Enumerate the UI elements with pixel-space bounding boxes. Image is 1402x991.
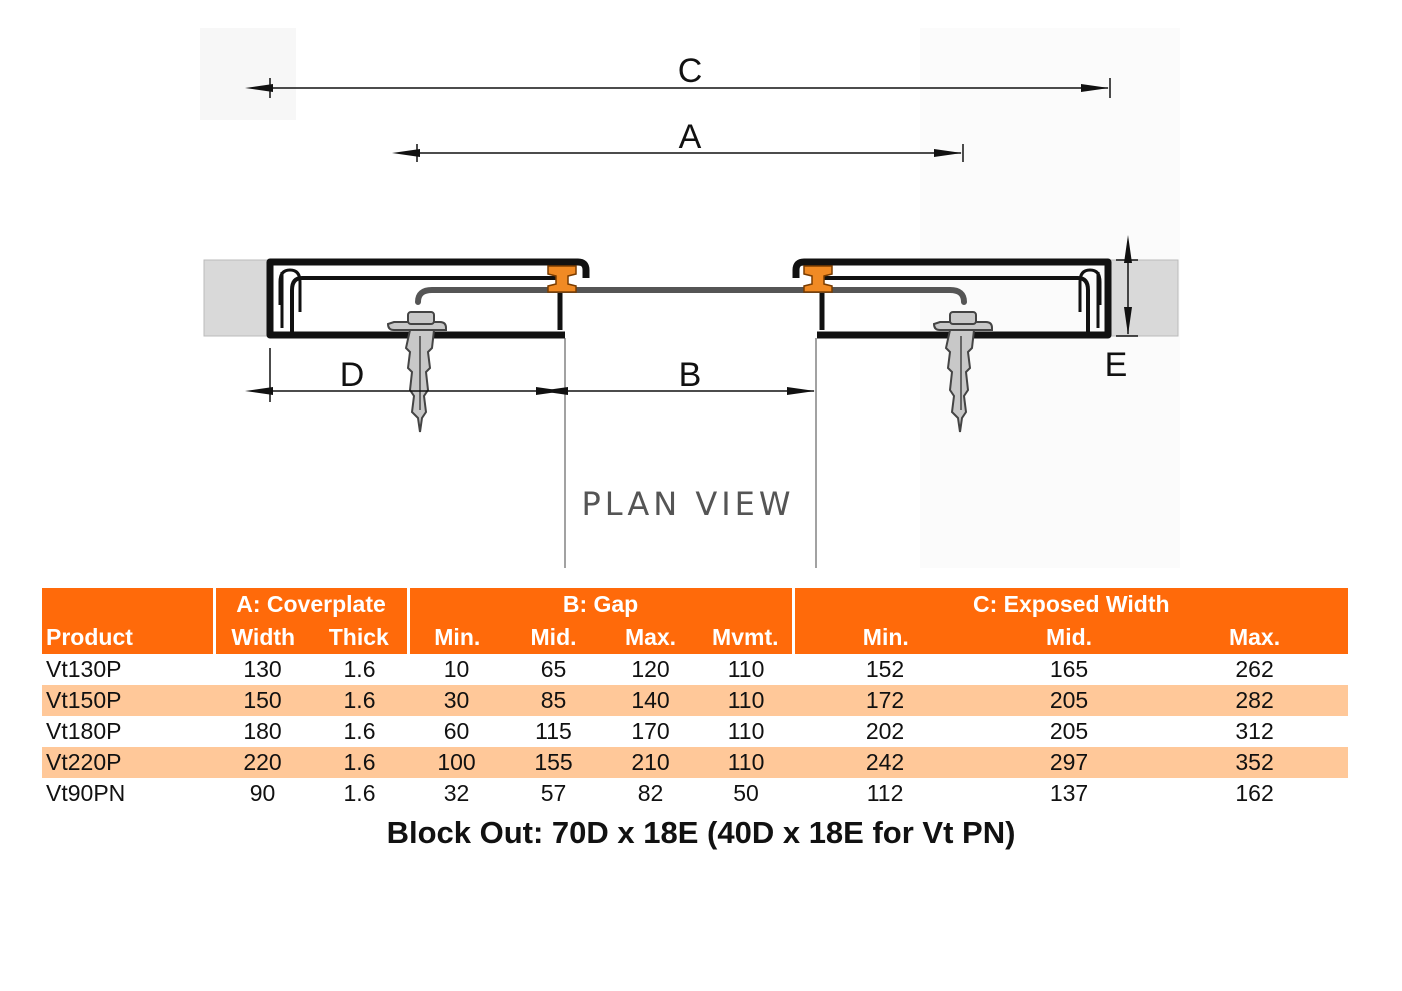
cell-gap-mvmt: 110 bbox=[699, 685, 794, 716]
cell-gap-mvmt: 110 bbox=[727, 656, 765, 682]
header-product: Product bbox=[42, 621, 214, 654]
header-thick: Thick bbox=[311, 621, 409, 654]
cell-gap-mid: 115 bbox=[535, 718, 572, 744]
cell-gap-mid: 155 bbox=[505, 747, 603, 778]
cell-gap-max: 120 bbox=[631, 656, 670, 682]
header-exposed-min: Min. bbox=[791, 621, 978, 654]
cell-product: Vt90PN bbox=[46, 780, 126, 806]
cell-product: Vt180P bbox=[46, 718, 122, 744]
cell-gap-min: 100 bbox=[408, 747, 506, 778]
dimension-d-label: D bbox=[340, 356, 365, 394]
header-exposed-max: Max. bbox=[1161, 621, 1349, 654]
cell-width: 90 bbox=[249, 780, 276, 806]
dimension-b: B bbox=[540, 338, 817, 568]
cell-width: 180 bbox=[243, 718, 282, 744]
substrate-left bbox=[203, 259, 273, 337]
cell-thick: 1.6 bbox=[343, 718, 376, 744]
cell-exp-mid: 137 bbox=[1049, 780, 1089, 806]
dimension-a-label: A bbox=[679, 118, 702, 156]
cell-exp-min: 152 bbox=[865, 656, 905, 682]
cell-gap-mid: 65 bbox=[540, 656, 567, 682]
cell-gap-mvmt: 110 bbox=[727, 718, 765, 744]
table-row: Vt90PN 90 1.6 32 57 82 50 112 137 162 bbox=[42, 778, 1348, 809]
header-group-gap: B: Gap bbox=[406, 588, 794, 621]
cell-gap-min: 32 bbox=[443, 780, 470, 806]
plan-view-drawing: C A bbox=[203, 52, 1179, 568]
cell-gap-max: 170 bbox=[631, 718, 670, 744]
cell-width: 220 bbox=[214, 747, 311, 778]
cell-gap-mid: 57 bbox=[540, 780, 567, 806]
cell-exp-min: 172 bbox=[793, 685, 978, 716]
header-width: Width bbox=[212, 621, 311, 654]
anchor-left bbox=[386, 311, 447, 433]
cell-gap-mid: 85 bbox=[505, 685, 603, 716]
cell-gap-min: 10 bbox=[443, 656, 470, 682]
cell-product: Vt130P bbox=[46, 656, 122, 682]
anchor-right bbox=[932, 311, 993, 433]
cell-product: Vt220P bbox=[42, 747, 214, 778]
cell-thick: 1.6 bbox=[343, 656, 376, 682]
cell-exp-max: 352 bbox=[1161, 747, 1349, 778]
cell-width: 150 bbox=[214, 685, 311, 716]
header-blank bbox=[42, 588, 214, 621]
header-group-coverplate: A: Coverplate bbox=[212, 588, 409, 621]
coverplate bbox=[415, 287, 967, 305]
plan-view-label: PLAN VIEW bbox=[581, 485, 794, 523]
dimension-e-label: E bbox=[1105, 346, 1128, 384]
cell-exp-mid: 205 bbox=[1049, 718, 1089, 744]
header-gap-mid: Mid. bbox=[505, 621, 603, 654]
cell-gap-min: 60 bbox=[443, 718, 470, 744]
dimension-c: C bbox=[245, 52, 1111, 98]
cell-exp-max: 162 bbox=[1235, 780, 1274, 806]
cell-thick: 1.6 bbox=[343, 780, 376, 806]
cell-gap-max: 210 bbox=[602, 747, 700, 778]
table-row: Vt130P 130 1.6 10 65 120 110 152 165 262 bbox=[42, 654, 1348, 685]
insert-right bbox=[803, 265, 833, 293]
block-out-note: Block Out: 70D x 18E (40D x 18E for Vt P… bbox=[386, 815, 1016, 850]
cell-thick: 1.6 bbox=[311, 685, 409, 716]
cell-gap-mvmt: 50 bbox=[733, 780, 759, 806]
cell-exp-max: 262 bbox=[1235, 656, 1274, 682]
header-exposed-mid: Mid. bbox=[977, 621, 1162, 654]
cell-gap-mvmt: 110 bbox=[699, 747, 794, 778]
cell-exp-max: 312 bbox=[1235, 718, 1274, 744]
dimension-d: D bbox=[245, 348, 564, 402]
dimension-b-label: B bbox=[679, 356, 702, 394]
header-group-exposed-width: C: Exposed Width bbox=[791, 588, 1349, 621]
cell-gap-max: 82 bbox=[637, 780, 664, 806]
cell-exp-mid: 205 bbox=[977, 685, 1162, 716]
table-row: Vt180P 180 1.6 60 115 170 110 202 205 312 bbox=[42, 716, 1348, 747]
dimension-c-label: C bbox=[678, 52, 703, 90]
cell-exp-max: 282 bbox=[1161, 685, 1349, 716]
dimension-e: E bbox=[1105, 235, 1138, 384]
cell-width: 130 bbox=[243, 656, 282, 682]
cell-product: Vt150P bbox=[42, 685, 214, 716]
insert-left bbox=[547, 265, 577, 293]
substrate-right bbox=[1107, 259, 1179, 337]
cell-gap-max: 140 bbox=[602, 685, 700, 716]
cell-thick: 1.6 bbox=[311, 747, 409, 778]
cell-exp-mid: 165 bbox=[1049, 656, 1089, 682]
specification-table: A: Coverplate B: Gap C: Exposed Width Pr… bbox=[42, 588, 1349, 809]
cell-exp-min: 202 bbox=[865, 718, 905, 744]
table-group-header-row: A: Coverplate B: Gap C: Exposed Width bbox=[42, 588, 1349, 621]
header-gap-min: Min. bbox=[406, 621, 506, 654]
cell-gap-min: 30 bbox=[408, 685, 506, 716]
header-gap-mvmt: Mvmt. bbox=[699, 621, 794, 654]
cell-exp-mid: 297 bbox=[977, 747, 1162, 778]
header-gap-max: Max. bbox=[602, 621, 700, 654]
dimension-a: A bbox=[392, 118, 964, 162]
cell-exp-min: 242 bbox=[793, 747, 978, 778]
cell-exp-min: 112 bbox=[866, 780, 904, 806]
table-column-header-row: Product Width Thick Min. Mid. Max. Mvmt.… bbox=[42, 621, 1349, 654]
